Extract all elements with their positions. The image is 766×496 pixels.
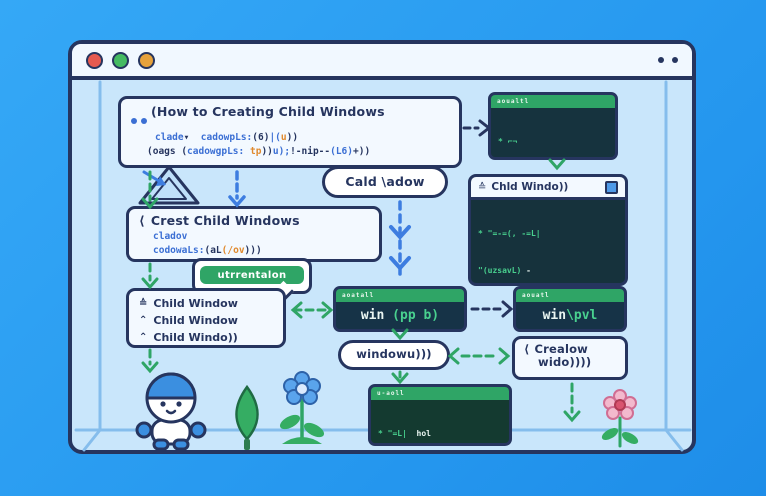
- window-control-dot: [658, 57, 664, 63]
- tooltip-label: utrrentalon: [200, 266, 304, 284]
- caret-icon: ⌃: [139, 331, 148, 343]
- flower-plant-icon: [279, 371, 325, 444]
- crealow-box: ⟨ Crealow wido)))): [512, 336, 628, 380]
- window-titlebar: [72, 44, 692, 80]
- caret-icon: ≙: [478, 181, 487, 193]
- editor-code-line: "(uzsavL) -: [478, 265, 531, 275]
- mini-terminal-panel: aoualtl * ⌐¬ ⌐L→ ·agbk ▴ s:tL: [488, 92, 618, 160]
- list-item-label: Child Window: [153, 297, 238, 310]
- bracket-icon: ⟨: [524, 342, 530, 356]
- bracket-icon: ⟨: [139, 213, 145, 228]
- win-pvl-node: aouatl win\pvl: [513, 286, 627, 332]
- window-control-dot: [672, 57, 678, 63]
- howto-code-line-2: (oags (cadowgpLs: tp))u);!-nip--(L6)+)): [147, 145, 371, 157]
- crest-code-line-2: codowaLs:(aL(/ov))): [153, 245, 262, 257]
- code-editor-panel: ≙ Chld Windo)) * "=-=(, -=L| "(uzsavL) -…: [468, 174, 628, 286]
- list-item-label: Child Windo)): [153, 331, 238, 345]
- crest-title: Crest Child Windows: [150, 213, 300, 228]
- win-pvl-header: aouatl: [516, 289, 624, 302]
- window-dots-icon: [131, 109, 151, 128]
- bottom-terminal-line: * "=L| hol: [378, 428, 431, 438]
- editor-titlebar: ≙ Chld Windo)): [471, 177, 625, 200]
- win-pvl-label: win\pvl: [542, 308, 598, 323]
- windowu-label: windowu))): [356, 347, 432, 362]
- win-ppb-node: aoatall win (pp b): [333, 286, 467, 332]
- close-button[interactable]: [86, 51, 103, 69]
- caret-icon: ≙: [139, 297, 148, 309]
- crest-box: ⟨ Crest Child Windows cladov codowaLs:(a…: [126, 206, 382, 262]
- bottom-terminal-panel: u-aoll * "=L| hol ⌐L→ ·acgbl " ==L: [368, 384, 512, 446]
- crealow-label-1: Crealow: [534, 342, 589, 356]
- crest-code-line-1: cladov: [153, 231, 188, 243]
- list-item-label: Child Window: [153, 314, 238, 328]
- list-item: ⌃ Child Windo)): [139, 329, 273, 346]
- prism-icon: [138, 165, 200, 205]
- tree-icon: [235, 384, 259, 450]
- cald-adow-label: Cald \adow: [345, 173, 425, 189]
- robot-mascot: [135, 372, 207, 451]
- child-window-list: ≙ Child Window ⌃ Child Window ⌃ Child Wi…: [126, 288, 286, 348]
- win-ppb-label: win (pp b): [360, 308, 440, 323]
- mini-terminal-line: * ⌐¬: [498, 136, 518, 146]
- window-controls-right: [658, 57, 678, 63]
- list-item: ≙ Child Window: [139, 295, 273, 312]
- crealow-label-2: wido)))): [538, 355, 592, 370]
- caret-icon: ⌃: [139, 314, 148, 326]
- windowu-node: windowu))): [338, 340, 450, 370]
- editor-code-line: * "=-=(, -=L|: [478, 228, 541, 238]
- howto-code-box: (How to Creating Child Windows clade▾ ca…: [118, 96, 462, 168]
- minimize-button[interactable]: [112, 51, 129, 69]
- howto-code-line-1: clade▾ cadowpLs:(6)|(u)): [155, 132, 299, 143]
- small-flower-icon: [601, 389, 639, 448]
- editor-control-icon: [605, 180, 618, 194]
- win-ppb-header: aoatall: [336, 289, 464, 302]
- cald-adow-node: Cald \adow: [322, 166, 448, 198]
- maximize-button[interactable]: [138, 51, 155, 69]
- howto-title: (How to Creating Child Windows: [151, 104, 385, 119]
- list-item: ⌃ Child Window: [139, 312, 273, 329]
- bottom-terminal-header: u-aoll: [371, 387, 509, 400]
- editor-title: Chld Windo)): [491, 181, 569, 193]
- mini-terminal-header: aoualtl: [491, 95, 615, 108]
